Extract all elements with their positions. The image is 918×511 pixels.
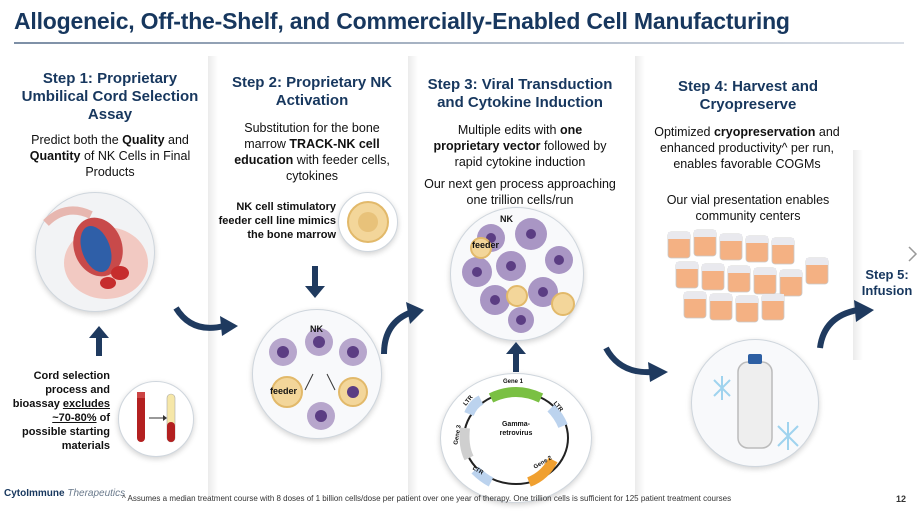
expanded-cells-image [450,207,584,341]
company-logo: CytoImmune Therapeutics [4,488,126,499]
nk-label: NK [310,324,323,334]
curved-arrow-icon [381,302,424,355]
feeder-cell-image [338,192,398,252]
step2-note: NK cell stimulatory feeder cell line mim… [218,201,336,241]
step2-title: Step 2: Proprietary NK Activation [231,74,393,109]
column-divider [408,56,420,496]
step1-title: Step 1: Proprietary Umbilical Cord Selec… [21,70,199,123]
blood-tubes-image [118,381,194,457]
vector-name-label: Gamma- retrovirus [499,421,533,437]
feeder-label: feeder [270,386,298,396]
step3-description-2: Our next gen process approaching one tri… [424,177,616,207]
column-divider [635,56,647,496]
curved-arrow-icon [817,300,874,349]
umbilical-cord-image [35,192,155,312]
step1-description: Predict both the Quality and Quantity of… [29,133,191,179]
title-divider [14,42,904,44]
up-arrow-icon [506,342,526,372]
nk-label: NK [500,214,513,224]
page-number: 12 [896,494,907,504]
page-title: Allogeneic, Off-the-Shelf, and Commercia… [14,8,790,34]
column-divider [208,56,220,496]
step2-description: Substitution for the bone marrow TRACK-N… [234,121,390,183]
step3-description: Multiple edits with one proprietary vect… [433,123,607,169]
down-arrow-icon [305,266,325,298]
step4-description: Optimized cryopreservation and enhanced … [654,125,840,171]
curved-arrow-icon [603,346,668,382]
step5-title: Step 5: Infusion [861,267,913,298]
step3-title: Step 3: Viral Transduction and Cytokine … [427,76,613,111]
step4-title: Step 4: Harvest and Cryopreserve [677,78,819,113]
feeder-label: feeder [472,240,500,250]
vials-image [667,229,829,323]
vector-map-image [440,373,592,503]
footnote: ^ Assumes a median treatment course with… [122,494,732,503]
gene1-label: Gene 1 [503,379,524,385]
curved-arrow-icon [173,306,238,336]
nk-activation-image [252,309,382,439]
step1-note: Cord selection process and bioassay excl… [12,370,110,452]
step4-description-2: Our vial presentation enables community … [666,193,830,223]
cryo-dewar-image [691,339,819,467]
up-arrow-icon [89,326,109,356]
chevron-right-icon [908,246,918,262]
